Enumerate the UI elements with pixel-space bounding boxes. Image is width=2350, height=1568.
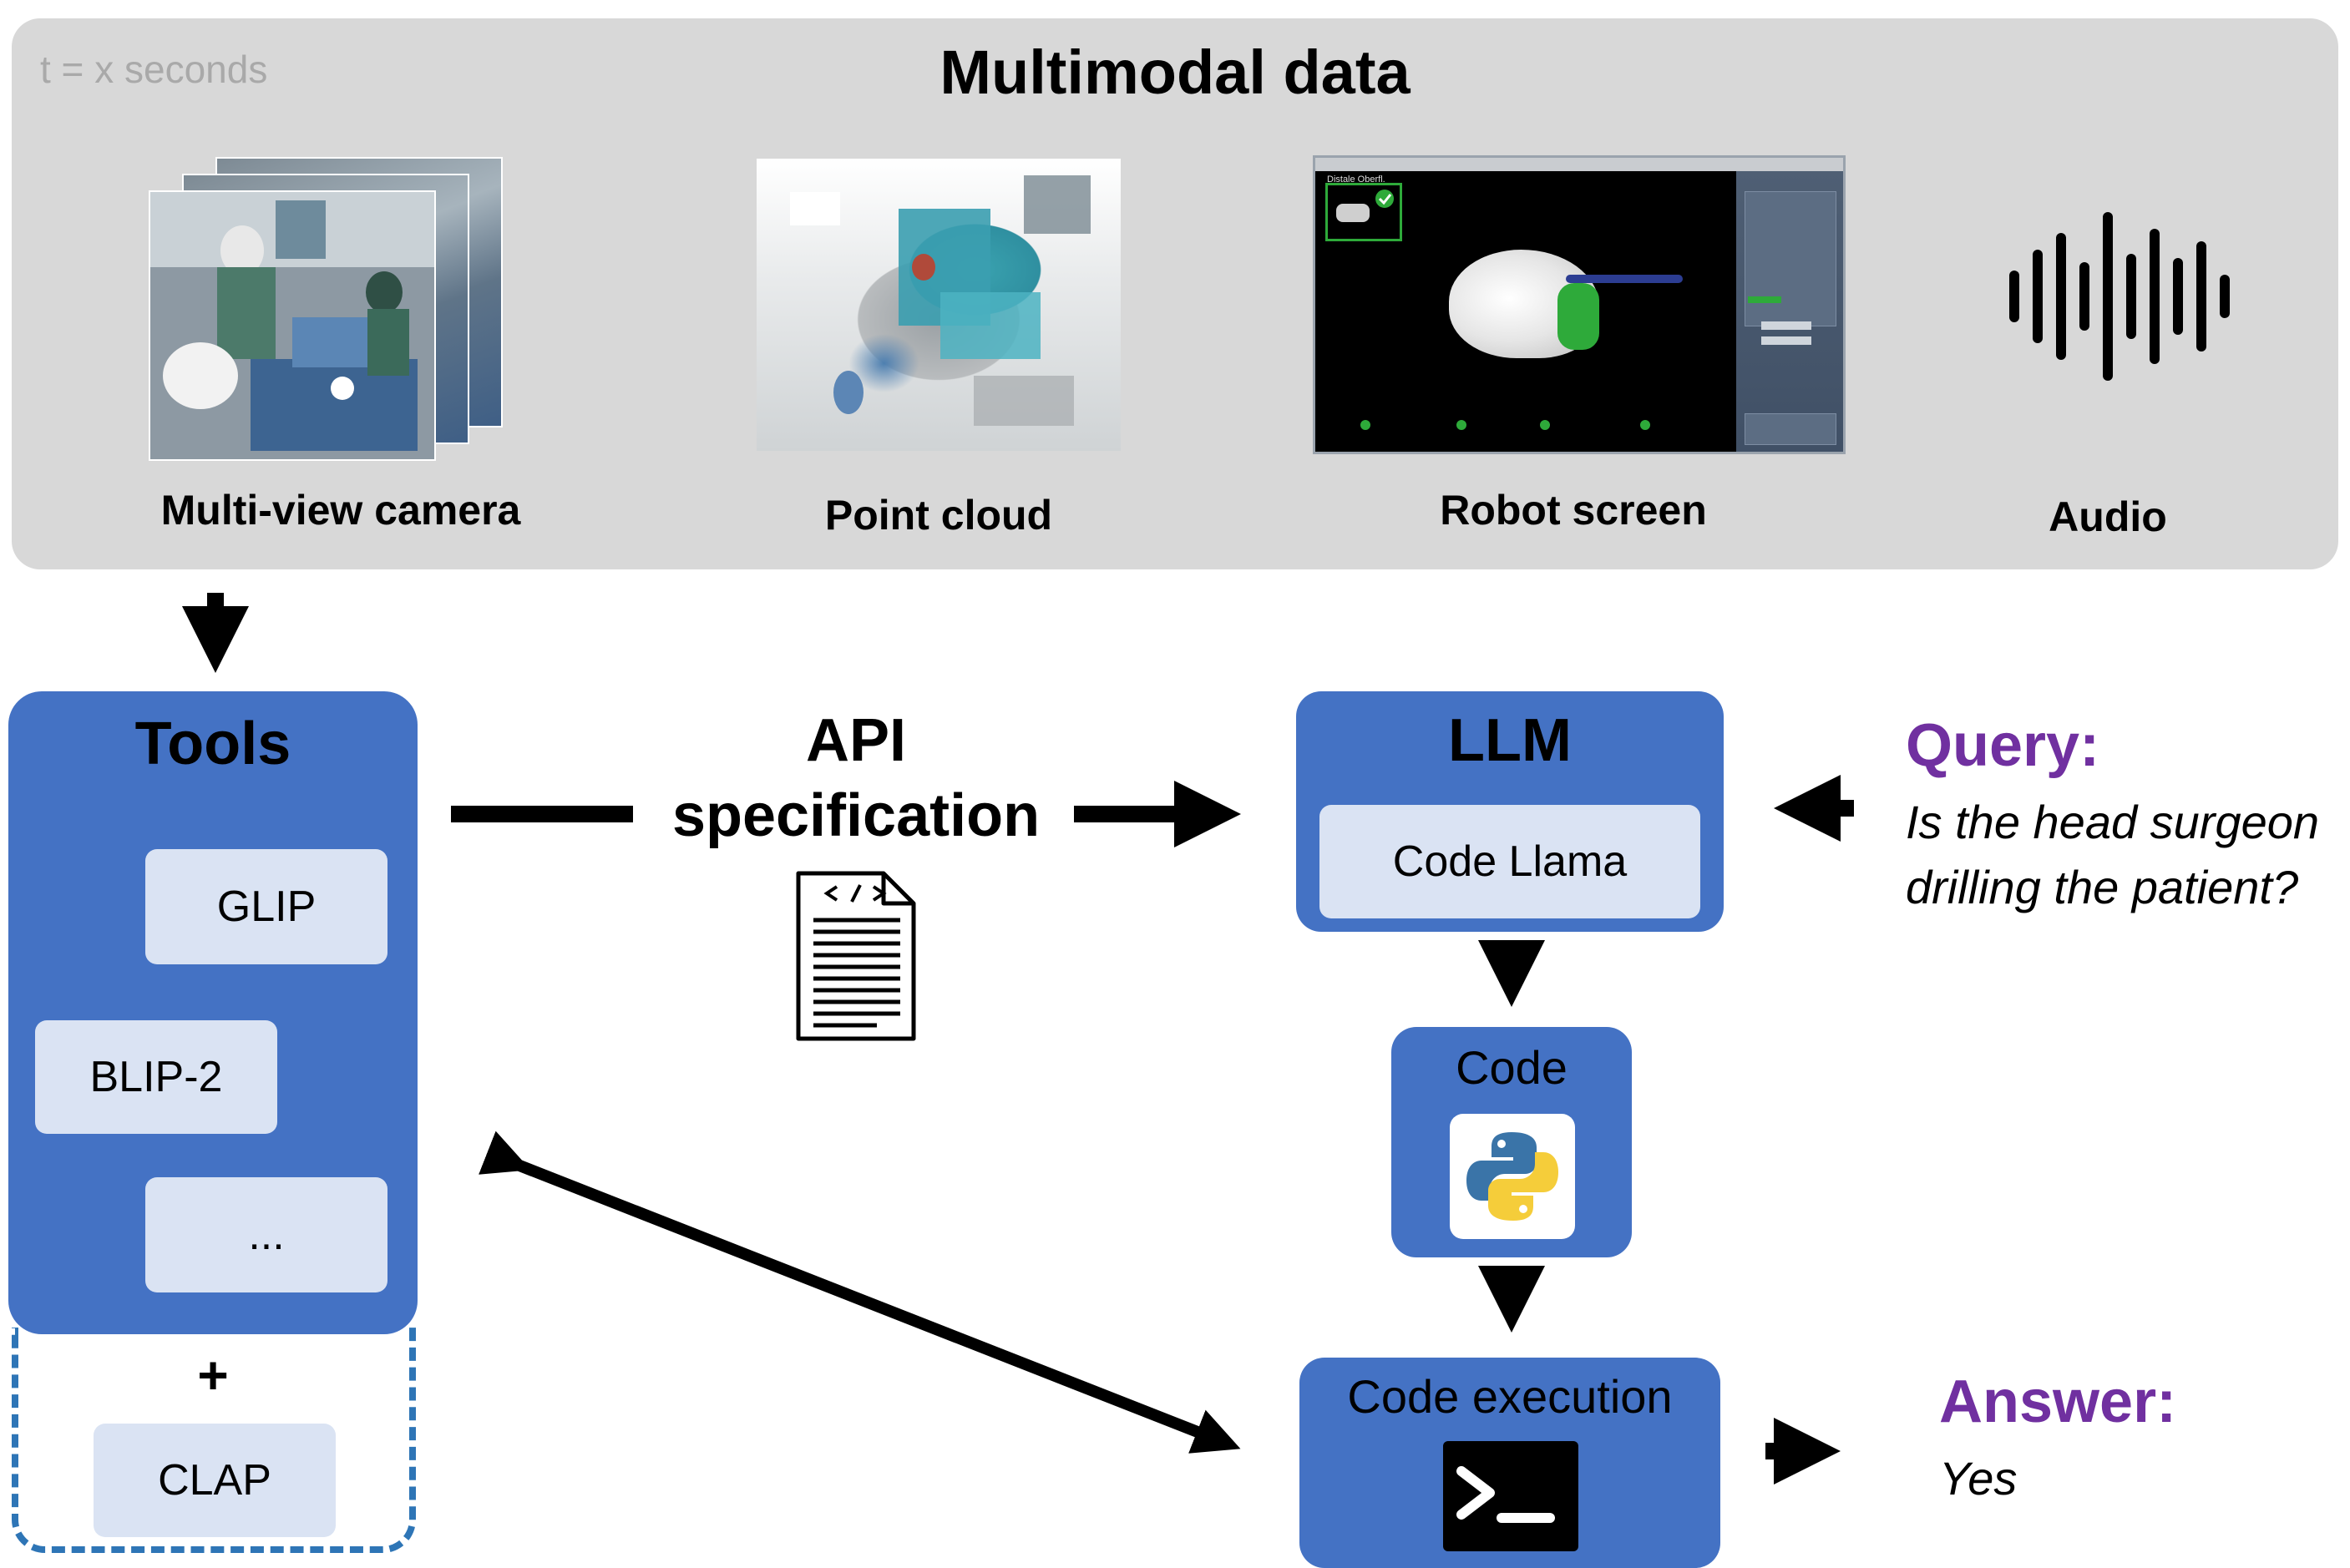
- tool-blip-2: BLIP-2: [35, 1020, 277, 1134]
- robot-screen-caption: Distale Oberfl.: [1327, 175, 1385, 185]
- api-specification-title: API specification: [635, 703, 1077, 853]
- point-cloud-image: [757, 159, 1121, 451]
- robot-screen-menu-bar: [1315, 158, 1843, 171]
- answer-heading: Answer:: [1939, 1368, 2177, 1435]
- extra-tools-dashed-container: [12, 1328, 416, 1553]
- llm-title: LLM: [1448, 707, 1572, 774]
- robot-screen-tool: [1566, 275, 1683, 283]
- tool-more: ...: [145, 1177, 387, 1292]
- code-execution-title: Code execution: [1347, 1370, 1673, 1423]
- code-title: Code: [1456, 1041, 1568, 1094]
- point-cloud-label: Point cloud: [824, 492, 1053, 539]
- tool-glip: GLIP: [145, 849, 387, 964]
- point-cloud-scene: [790, 175, 1091, 426]
- multi-view-camera-label: Multi-view camera: [160, 487, 521, 534]
- api-title-line2: specification: [671, 782, 1041, 849]
- terminal-icon: [1443, 1441, 1578, 1551]
- query-heading: Query:: [1906, 712, 2100, 779]
- multi-view-camera-image: [149, 157, 533, 461]
- robot-screen-side-panel: [1736, 171, 1843, 452]
- robot-screen-bottom-icons: [1360, 420, 1650, 430]
- camera-frame-front: [149, 190, 436, 461]
- robot-screen-highlight-region: [1557, 283, 1599, 350]
- plus-sign: +: [197, 1345, 229, 1405]
- document-code-icon: [796, 871, 916, 1041]
- python-logo-icon: [1450, 1114, 1575, 1239]
- query-text: Is the head surgeon drilling the patient…: [1906, 790, 2340, 920]
- query-line-2: drilling the patient?: [1906, 861, 2299, 913]
- tools-title: Tools: [134, 711, 291, 777]
- robot-screen-preview-thumbnail: [1325, 183, 1402, 241]
- audio-waveform-icon: [2009, 212, 2230, 381]
- operating-room-scene: [150, 192, 434, 459]
- api-title-line1: API: [805, 707, 907, 774]
- robot-screen-image: Distale Oberfl.: [1313, 155, 1846, 454]
- query-line-1: Is the head surgeon: [1906, 796, 2320, 848]
- multimodal-data-title: Multimodal data: [939, 38, 1411, 107]
- answer-text: Yes: [1939, 1452, 2018, 1505]
- robot-screen-label: Robot screen: [1440, 487, 1707, 534]
- arrow-tools-execution-bidirectional: [479, 1130, 1241, 1454]
- audio-label: Audio: [2049, 493, 2167, 540]
- time-label: t = x seconds: [40, 48, 268, 91]
- llm-model-code-llama: Code Llama: [1319, 805, 1700, 918]
- tool-clap: CLAP: [94, 1424, 336, 1537]
